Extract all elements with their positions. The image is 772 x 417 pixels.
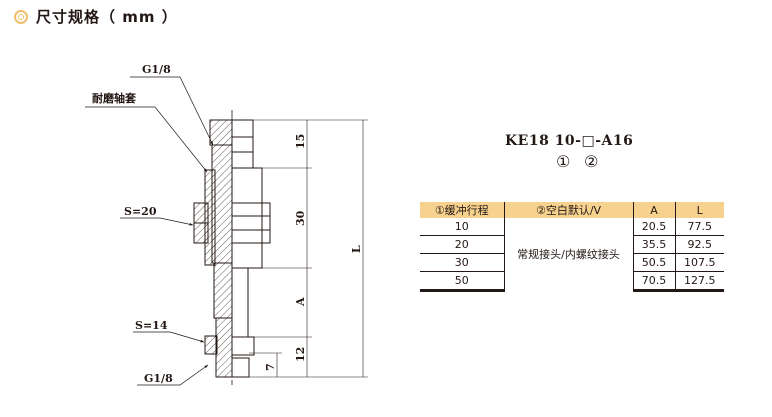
spec-table: ①缓冲行程 ②空白默认/V A L 10 常规接头/内螺纹接头 20.5 77.… xyxy=(420,202,724,292)
cell-l: 107.5 xyxy=(674,253,724,272)
dim-15: 15 xyxy=(294,134,307,149)
cell-l: 92.5 xyxy=(674,235,724,254)
cell-a: 50.5 xyxy=(632,253,675,272)
cell-stroke: 10 xyxy=(454,220,469,233)
table-row: 10 常规接头/内螺纹接头 20.5 77.5 xyxy=(420,218,724,291)
header-l: L xyxy=(674,202,724,218)
cell-l: 77.5 xyxy=(674,218,724,236)
header-type: ②空白默认/V xyxy=(503,202,633,218)
model-code: KE18 10-□-A16 xyxy=(505,133,634,149)
marker-1: ① xyxy=(556,152,571,171)
label-g18-top: G1/8 xyxy=(142,63,171,76)
header-a: A xyxy=(632,202,675,218)
dim-l: L xyxy=(350,245,363,253)
dim-30: 30 xyxy=(294,210,307,226)
label-bushing: 耐磨轴套 xyxy=(92,91,137,105)
part-outline xyxy=(85,76,368,386)
dim-12: 12 xyxy=(294,347,307,362)
label-s14: S=14 xyxy=(135,319,168,332)
ring-bullet-icon xyxy=(14,9,28,24)
table-row: 20 35.5 92.5 xyxy=(420,235,724,254)
cell-type: 常规接头/内螺纹接头 xyxy=(503,218,633,291)
header-stroke: ①缓冲行程 xyxy=(420,202,504,218)
dim-a: A xyxy=(294,297,307,307)
section-header: 尺寸规格（ mm ） xyxy=(14,6,178,27)
cell-stroke: 20 xyxy=(420,235,504,254)
cell-a: 20.5 xyxy=(632,218,675,236)
cell-stroke: 50 xyxy=(420,271,504,292)
cell-stroke: 30 xyxy=(420,253,504,272)
marker-2: ② xyxy=(584,152,599,171)
label-g18-bottom: G1/8 xyxy=(144,372,173,385)
dim-7: 7 xyxy=(264,363,277,371)
cell-a: 35.5 xyxy=(632,235,675,254)
table-row: 30 50.5 107.5 xyxy=(420,253,724,272)
table-row: 50 70.5 127.5 xyxy=(420,271,724,292)
label-s20: S=20 xyxy=(124,205,157,218)
cell-a: 70.5 xyxy=(632,271,675,292)
dimension-drawing: G1/8 耐磨轴套 S=20 S=14 G1/8 15 30 A 12 7 L xyxy=(85,63,368,386)
cell-l: 127.5 xyxy=(674,271,724,292)
section-title: 尺寸规格（ mm ） xyxy=(36,8,178,26)
